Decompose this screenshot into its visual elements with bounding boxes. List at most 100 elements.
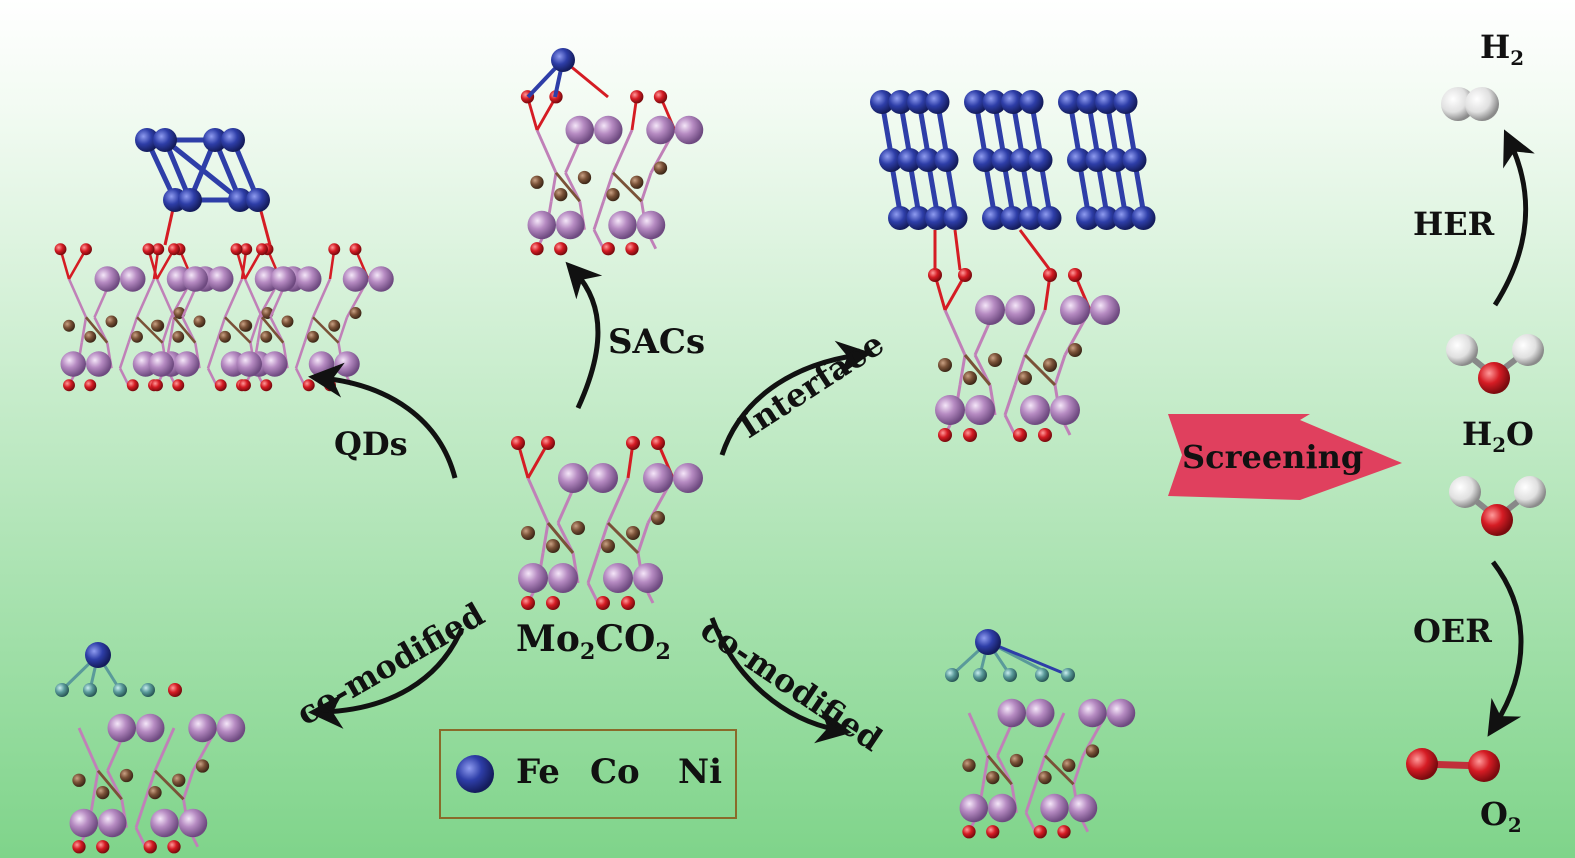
qds-structure xyxy=(54,128,394,392)
center-mo: Mo xyxy=(516,618,580,660)
bond xyxy=(1043,754,1075,786)
c-atom xyxy=(96,785,110,800)
bond xyxy=(541,522,550,554)
bond xyxy=(546,522,575,554)
metal-atom xyxy=(879,148,903,172)
her-arrow xyxy=(1492,129,1535,307)
n-atom xyxy=(113,683,127,697)
qds-label: QDs xyxy=(334,425,408,463)
oxygen-atom xyxy=(230,243,243,256)
metal-atom xyxy=(934,148,959,172)
mo-atom xyxy=(997,698,1026,728)
bond xyxy=(1003,414,1017,436)
oxygen-atom xyxy=(1038,428,1052,442)
bond xyxy=(1043,712,1066,757)
metal-atom xyxy=(888,206,912,230)
c-atom xyxy=(172,330,185,343)
oxygen-atom xyxy=(1013,428,1027,442)
metal-atom xyxy=(906,206,931,230)
c-atom xyxy=(546,539,560,553)
h2-sub: 2 xyxy=(1510,45,1525,70)
metal-atom xyxy=(870,90,894,114)
bond xyxy=(1018,229,1052,271)
bond xyxy=(118,342,130,369)
c-atom xyxy=(554,187,568,202)
oxygen-atom xyxy=(962,825,976,839)
mo-atom xyxy=(975,295,1005,325)
oxygen-atom xyxy=(986,825,1000,839)
metal-atom xyxy=(228,188,252,212)
mo-atom xyxy=(1106,698,1136,728)
oxygen-atom xyxy=(126,379,139,392)
mo-atom xyxy=(188,713,217,743)
mo-atom xyxy=(673,463,703,493)
legend-metal-atom xyxy=(456,755,494,793)
hydrogen-atom xyxy=(1512,334,1544,366)
bond xyxy=(981,755,990,785)
co-modified-right-structure xyxy=(945,629,1136,839)
center-sub2: 2 xyxy=(655,638,671,665)
n-atom xyxy=(945,668,959,682)
oxygen-atom xyxy=(530,242,544,256)
bond xyxy=(592,229,605,250)
bond xyxy=(249,316,261,344)
oxygen-atom xyxy=(72,840,86,854)
mo-atom xyxy=(69,808,98,838)
bond xyxy=(80,317,88,343)
c-atom xyxy=(630,175,644,189)
c-atom xyxy=(281,315,294,328)
c-atom xyxy=(986,770,1000,785)
oer-arrow xyxy=(1487,560,1524,737)
metal-atom xyxy=(982,206,1006,230)
c-atom xyxy=(349,307,362,319)
oxygen-atom xyxy=(168,683,182,697)
metal-atom xyxy=(975,629,1001,655)
c-atom xyxy=(626,526,640,540)
n-atom xyxy=(83,683,97,697)
oxygen-atom xyxy=(168,243,180,256)
bond xyxy=(953,229,962,271)
c-atom xyxy=(963,371,977,385)
center-label: Mo2CO2 xyxy=(516,618,671,665)
oxygen-atom xyxy=(554,242,568,256)
legend-fe: Fe xyxy=(516,752,560,792)
bond xyxy=(223,278,244,318)
bond xyxy=(554,171,581,203)
c-atom xyxy=(938,358,952,372)
hydrogen-atom xyxy=(1446,334,1478,366)
bond xyxy=(153,769,185,801)
metal-atom xyxy=(246,188,270,212)
oxygen-atom xyxy=(621,596,635,610)
legend-box xyxy=(439,729,737,819)
bond xyxy=(127,316,139,344)
mo-atom xyxy=(935,395,965,425)
c-atom xyxy=(1062,758,1076,772)
mo-atom xyxy=(216,713,246,743)
oxygen-atom xyxy=(928,268,942,282)
metal-atom xyxy=(1076,90,1101,114)
mo-atom xyxy=(270,266,296,292)
sacs-arrow xyxy=(565,261,603,410)
mo-atom xyxy=(643,463,673,493)
bond xyxy=(606,477,630,524)
hydrogen-atom xyxy=(1514,476,1546,508)
oxygen-atom xyxy=(1043,268,1057,282)
qds-arrow xyxy=(308,362,458,479)
mo-atom xyxy=(646,115,675,145)
interface-structure xyxy=(870,90,1156,442)
oxygen-atom xyxy=(1468,750,1500,782)
center-sub1: 2 xyxy=(579,638,596,665)
c-atom xyxy=(63,319,75,332)
oxygen-atom xyxy=(963,428,977,442)
c-atom xyxy=(72,773,86,787)
bond xyxy=(1024,812,1037,833)
metal-atom xyxy=(1037,206,1062,230)
bond xyxy=(611,171,643,203)
metal-atom xyxy=(135,128,159,152)
oxygen-atom xyxy=(239,379,251,392)
c-atom xyxy=(151,319,163,332)
metal-atom xyxy=(178,188,202,212)
bond xyxy=(1023,309,1047,356)
oxygen-atom xyxy=(143,840,157,854)
metal-atom xyxy=(1113,206,1137,230)
